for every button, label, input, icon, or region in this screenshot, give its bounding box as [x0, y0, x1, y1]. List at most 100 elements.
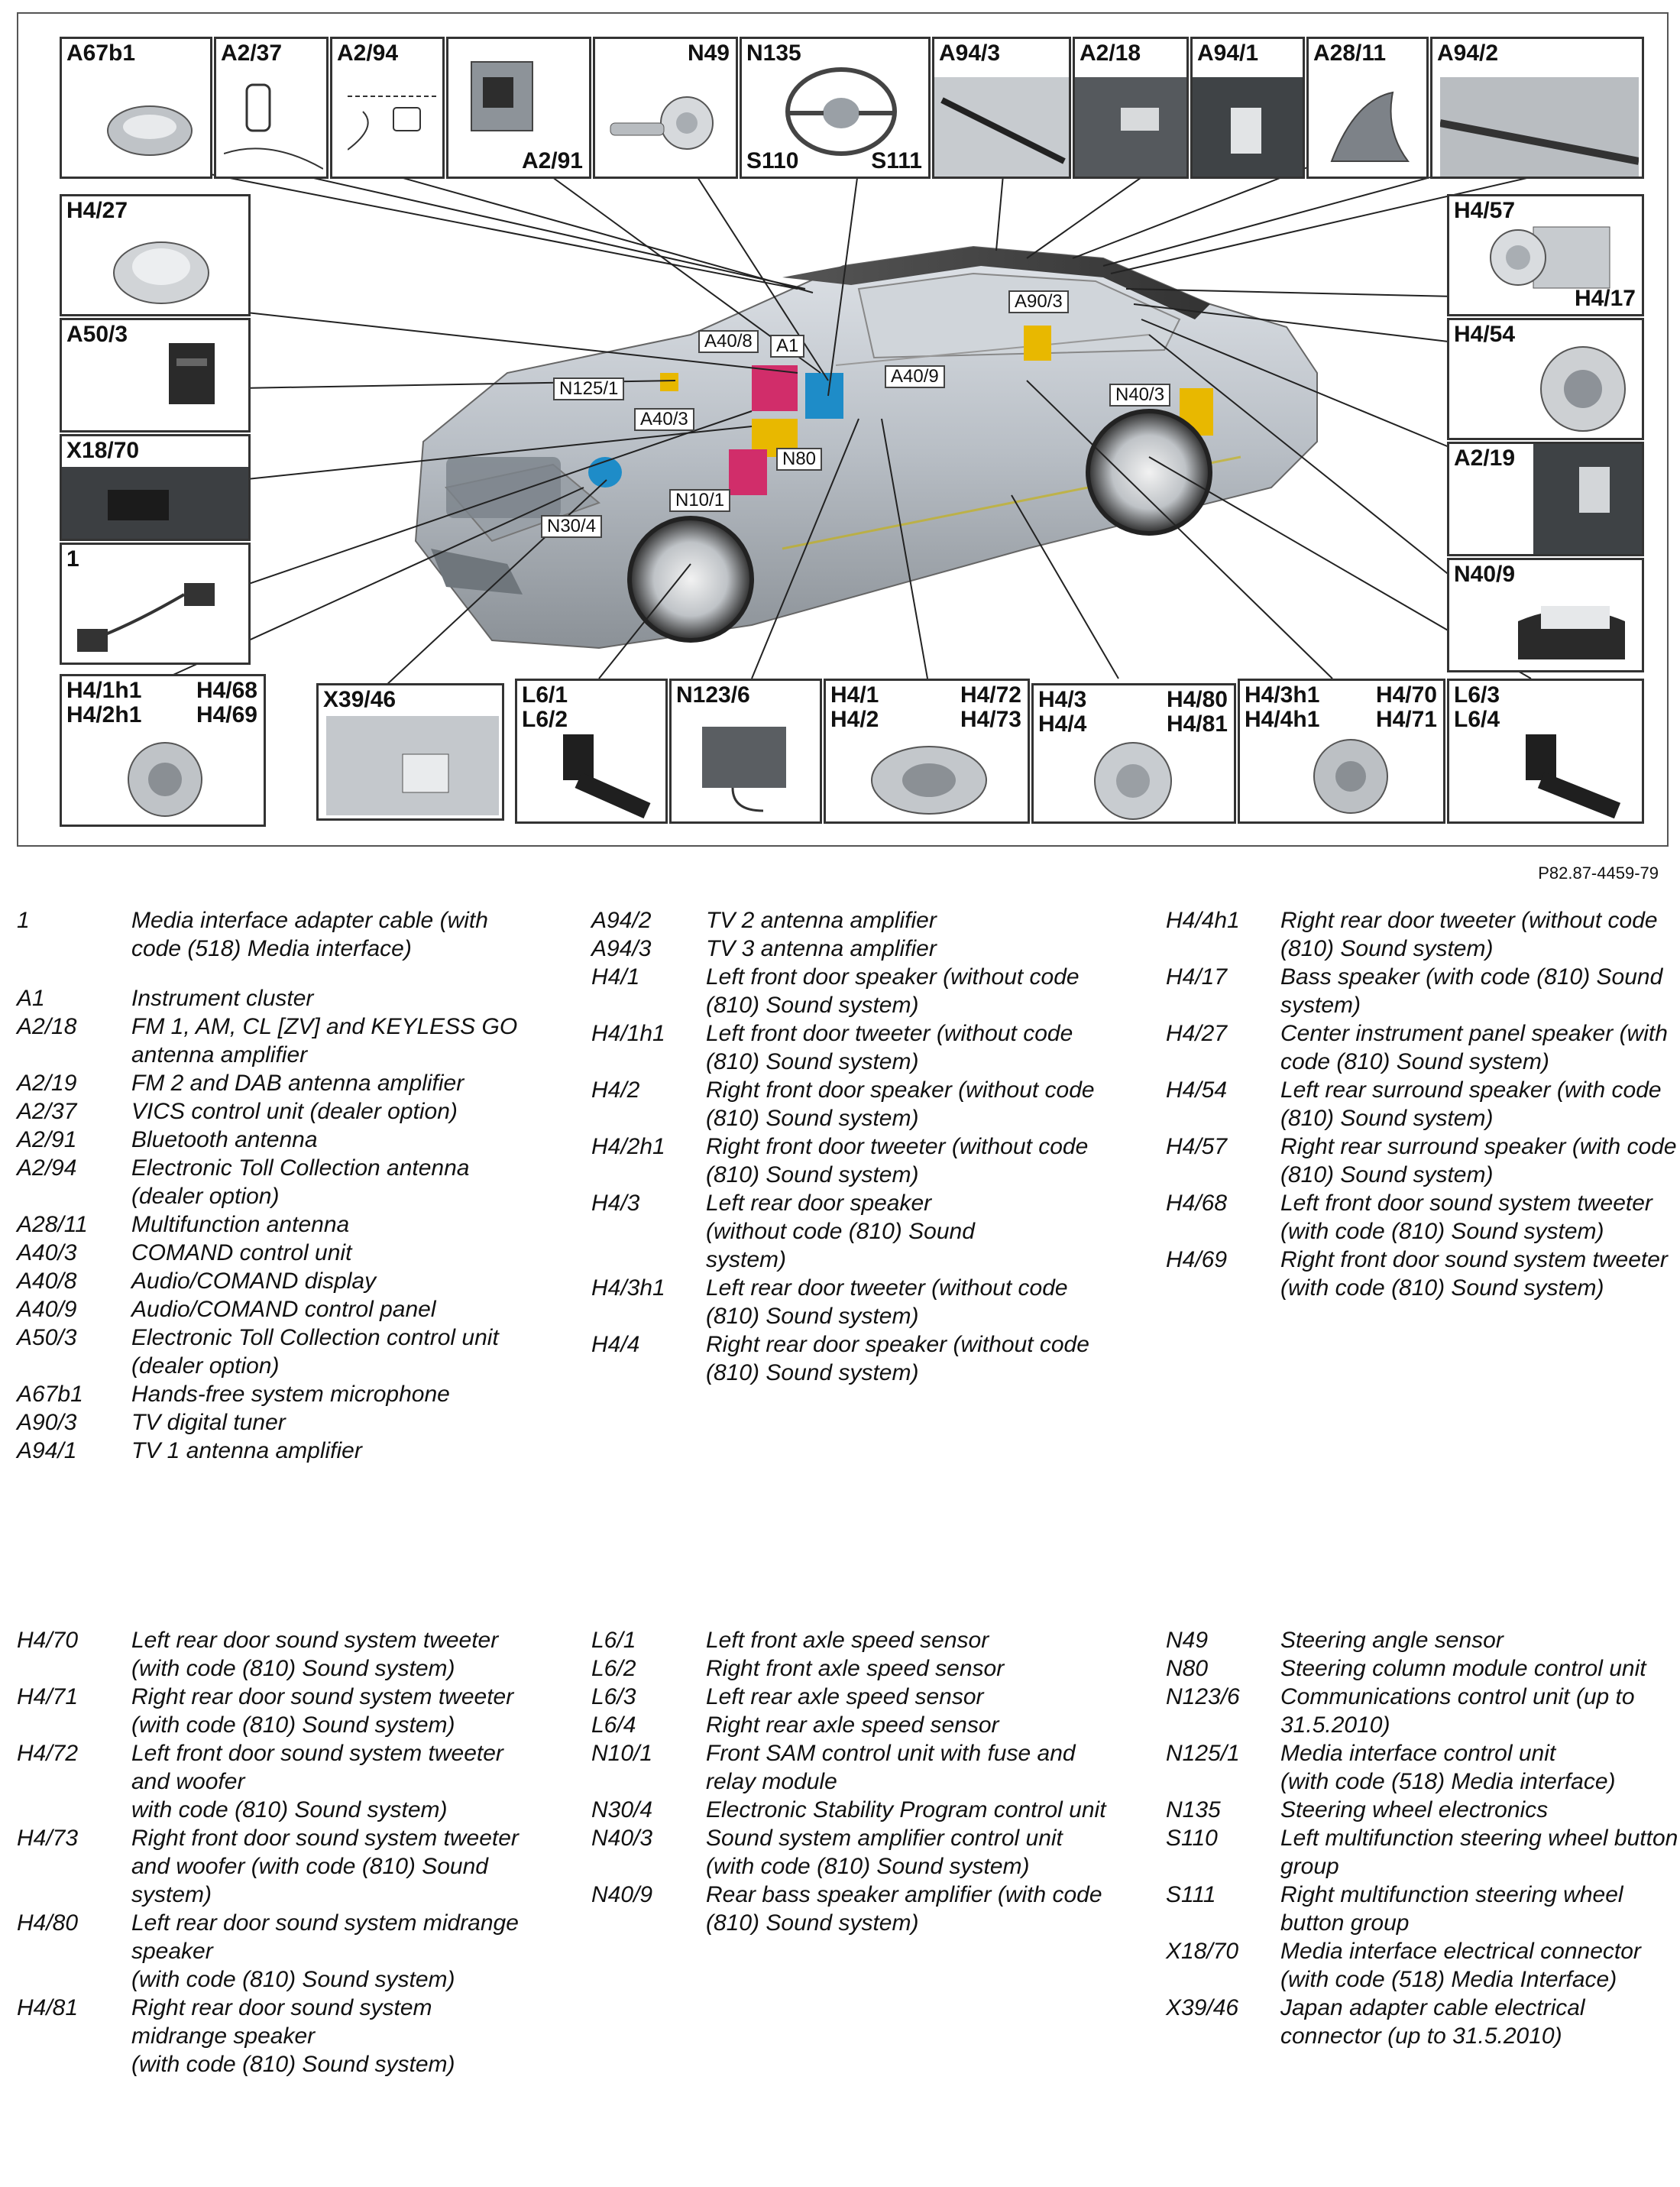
legend-code: 1: [17, 908, 30, 933]
shark-fin-antenna-icon: [1330, 91, 1410, 162]
amplifier-icon: [1518, 606, 1625, 659]
component-label: H4/57: [1454, 198, 1516, 223]
legend-entry: 1 Media interface adapter cable (with cod…: [17, 906, 552, 963]
legend-code: H4/27: [1166, 1021, 1228, 1046]
communications-unit-icon: [702, 727, 786, 812]
legend-description: Right rear surround speaker (with code (…: [1280, 1134, 1677, 1187]
component-label: H4/1 H4/2: [830, 682, 879, 732]
component-label: H4/3 H4/4: [1038, 687, 1087, 737]
component-box-l6-1: L6/1 L6/2: [515, 679, 668, 824]
callout-a40-3: A40/3: [634, 408, 694, 431]
legend-code: N80: [1166, 1656, 1209, 1681]
legend-code: X39/46: [1166, 1995, 1239, 2020]
speaker-icon: [1490, 226, 1610, 289]
tweeter-icon: [1313, 739, 1388, 814]
component-box-l6-3: L6/3 L6/4: [1447, 679, 1644, 824]
legend-description: Right front door sound system tweeter (w…: [1280, 1247, 1668, 1301]
component-location-diagram: A67b1 A2/37 A2/94 A2/91 N49 N135 S110 S1…: [17, 12, 1669, 847]
tv-antenna-amplifier-icon: [1193, 77, 1303, 177]
legend-description: TV digital tuner: [131, 1410, 286, 1435]
component-label: H4/17: [1574, 286, 1636, 311]
legend-description: Right rear door sound system tweeter (wi…: [131, 1684, 514, 1738]
component-box-a2-19: A2/19: [1447, 442, 1644, 556]
component-label: A67b1: [66, 40, 136, 66]
legend-description: Left front door sound system tweeter and…: [131, 1741, 503, 1823]
speaker-icon: [1540, 346, 1626, 432]
component-box-h4-3h1: H4/3h1 H4/4h1 H4/70 H4/71: [1238, 679, 1445, 824]
component-label: X18/70: [66, 438, 140, 463]
figure-code: P82.87-4459-79: [1538, 863, 1659, 883]
legend-code: N40/3: [591, 1826, 653, 1851]
legend-description: Media interface adapter cable (with code…: [131, 908, 488, 961]
legend-code: A94/2: [591, 908, 652, 933]
component-box-1: 1: [60, 543, 251, 665]
speaker-icon: [1094, 742, 1172, 820]
legend-description: Right rear door tweeter (without code (8…: [1280, 908, 1658, 961]
legend-code: H4/68: [1166, 1191, 1228, 1216]
connector-icon: [326, 716, 499, 815]
component-label: A28/11: [1313, 40, 1387, 66]
legend-description: Right front axle speed sensor: [706, 1656, 1005, 1681]
callout-a40-9: A40/9: [885, 365, 945, 388]
legend-description: Sound system amplifier control unit (wit…: [706, 1826, 1063, 1879]
component-label: H4/27: [66, 198, 128, 223]
component-box-h4-3: H4/3 H4/4 H4/80 H4/81: [1031, 683, 1236, 824]
legend-description: Right multifunction steering wheel butto…: [1280, 1882, 1623, 1936]
legend-description: Left front door speaker (without code (8…: [706, 964, 1080, 1018]
component-label: H4/1h1 H4/2h1: [66, 678, 142, 727]
legend-description: VICS control unit (dealer option): [131, 1099, 458, 1124]
legend-code: H4/70: [17, 1628, 79, 1653]
component-label: S110: [746, 148, 799, 173]
component-box-a2-18: A2/18: [1073, 37, 1189, 179]
component-label: A94/2: [1437, 40, 1499, 66]
legend-description: TV 3 antenna amplifier: [706, 936, 937, 961]
control-unit-icon: [169, 343, 215, 404]
component-box-x18-70: X18/70: [60, 434, 251, 541]
legend-description: Left rear door speaker (without code (81…: [706, 1191, 975, 1272]
legend-description: Left multifunction steering wheel button…: [1280, 1826, 1678, 1879]
legend-description: Right rear door sound system midrange sp…: [131, 1995, 455, 2077]
legend-description: Left rear door tweeter (without code (81…: [706, 1275, 1068, 1329]
component-box-h4-1h1: H4/1h1 H4/2h1 H4/68 H4/69: [60, 674, 266, 827]
legend-description: COMAND control unit: [131, 1240, 352, 1265]
legend-code: A94/1: [17, 1438, 77, 1463]
legend-code: A50/3: [17, 1325, 77, 1350]
component-label: N135: [746, 40, 801, 66]
legend-code: L6/1: [591, 1628, 636, 1653]
legend-description: Right front door tweeter (without code (…: [706, 1134, 1089, 1187]
component-label: H4/70 H4/71: [1375, 682, 1437, 732]
callout-n30-4: N30/4: [541, 515, 603, 538]
component-box-n40-9: N40/9: [1447, 558, 1644, 672]
component-box-a2-91: A2/91: [446, 37, 591, 179]
legend-code: A90/3: [17, 1410, 77, 1435]
legend-description: Right front door speaker (without code (…: [706, 1077, 1095, 1131]
legend-code: A40/3: [17, 1240, 77, 1265]
tv-antenna-amplifier-icon: [1440, 77, 1639, 177]
car-illustration: [147, 166, 1578, 687]
legend-description: Right front door sound system tweeter an…: [131, 1826, 519, 1907]
component-label: L6/3 L6/4: [1454, 682, 1500, 732]
component-label: A2/19: [1454, 446, 1516, 471]
